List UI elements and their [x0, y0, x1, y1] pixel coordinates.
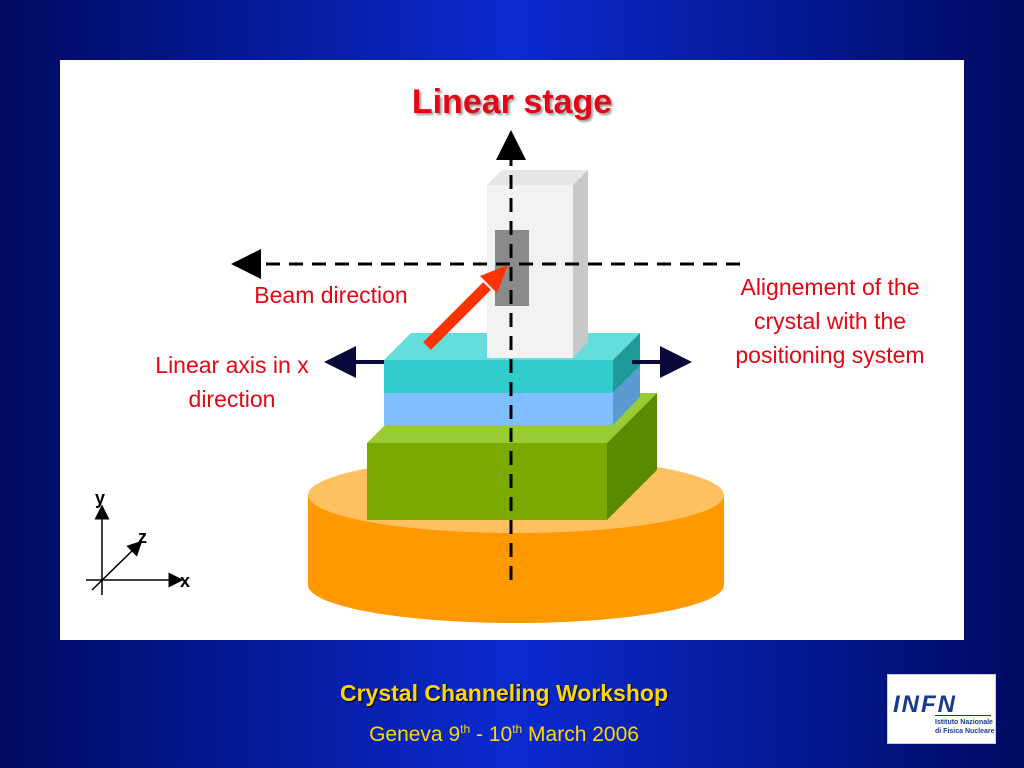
infn-logo-mark: INFN [893, 691, 957, 718]
footer-title: Crystal Channeling Workshop [339, 680, 668, 706]
infn-logo-text: Istituto Nazionale di Fisica Nucleare [935, 718, 995, 736]
footer-subtitle: Geneva 9th - 10th March 2006 [0, 722, 1008, 747]
infn-logo-text-line2: di Fisica Nucleare [935, 728, 995, 735]
alignment-label: Alignement of the crystal with the posit… [690, 270, 970, 372]
beam-arrow-icon [423, 265, 508, 350]
footer-date-mid: - 10 [470, 723, 513, 746]
footer-sup-1: th [460, 722, 471, 736]
footer-date-prefix: Geneva 9 [369, 723, 461, 746]
infn-logo: INFN Istituto Nazionale di Fisica Nuclea… [887, 674, 996, 744]
coordinate-axes [86, 504, 184, 595]
footer-sup-2: th [512, 722, 523, 736]
footer-date-suffix: March 2006 [522, 723, 639, 746]
infn-logo-divider [935, 715, 991, 716]
blue-stage [384, 366, 640, 425]
linear-axis-label-line2: direction [188, 386, 276, 412]
infn-logo-text-line1: Istituto Nazionale [935, 719, 993, 726]
alignment-label-line1: Alignement of the [740, 274, 920, 300]
alignment-label-line3: positioning system [735, 342, 925, 368]
alignment-label-line2: crystal with the [753, 308, 907, 334]
beam-direction-label: Beam direction [254, 282, 408, 308]
linear-axis-label-line1: Linear axis in x [155, 352, 309, 378]
linear-axis-label: Linear axis in x direction [118, 348, 346, 416]
axis-y-label: y [95, 488, 106, 508]
axis-x-label: x [180, 571, 191, 591]
axis-z-label: z [138, 527, 147, 547]
slide-title: Linear stage [411, 83, 613, 121]
